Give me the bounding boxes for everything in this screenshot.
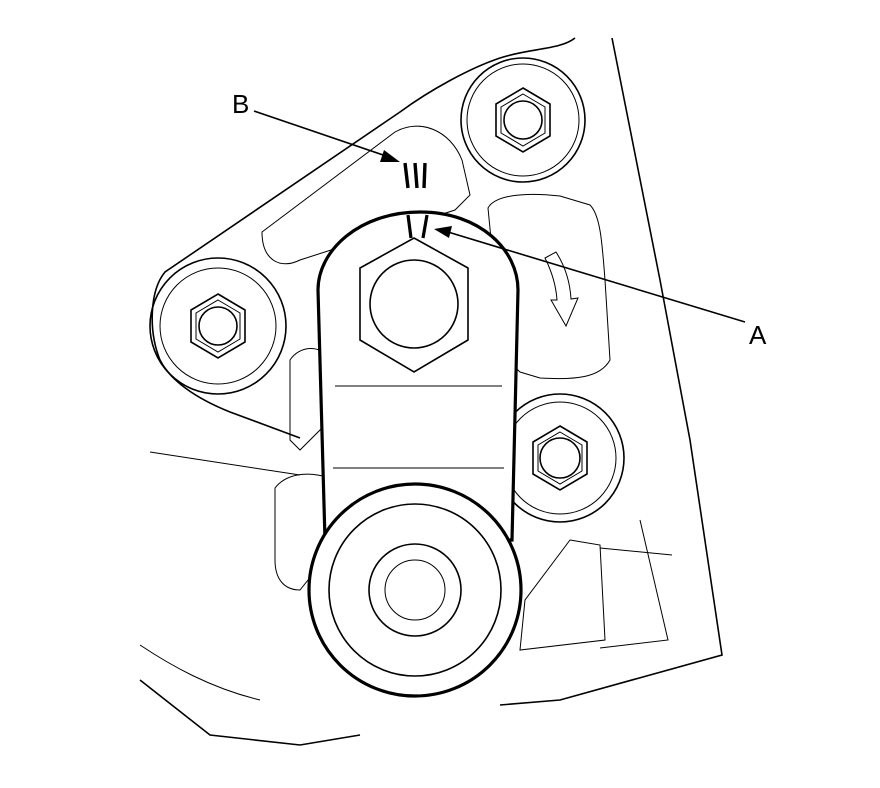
- pointer-marks-a: [406, 214, 429, 239]
- leader-line-b: [253, 110, 400, 162]
- callout-label-a: A: [749, 320, 767, 350]
- rotation-direction-arrow: [544, 251, 579, 328]
- leader-line-a: [434, 226, 746, 323]
- bolt-boss-left: [149, 257, 287, 395]
- pointer-marks-b: [403, 162, 427, 189]
- callout-label-b: B: [232, 89, 249, 119]
- idler-pulley: [307, 482, 523, 698]
- tensioner-hex-nut: [359, 237, 469, 373]
- bolt-boss-top-right: [460, 57, 586, 183]
